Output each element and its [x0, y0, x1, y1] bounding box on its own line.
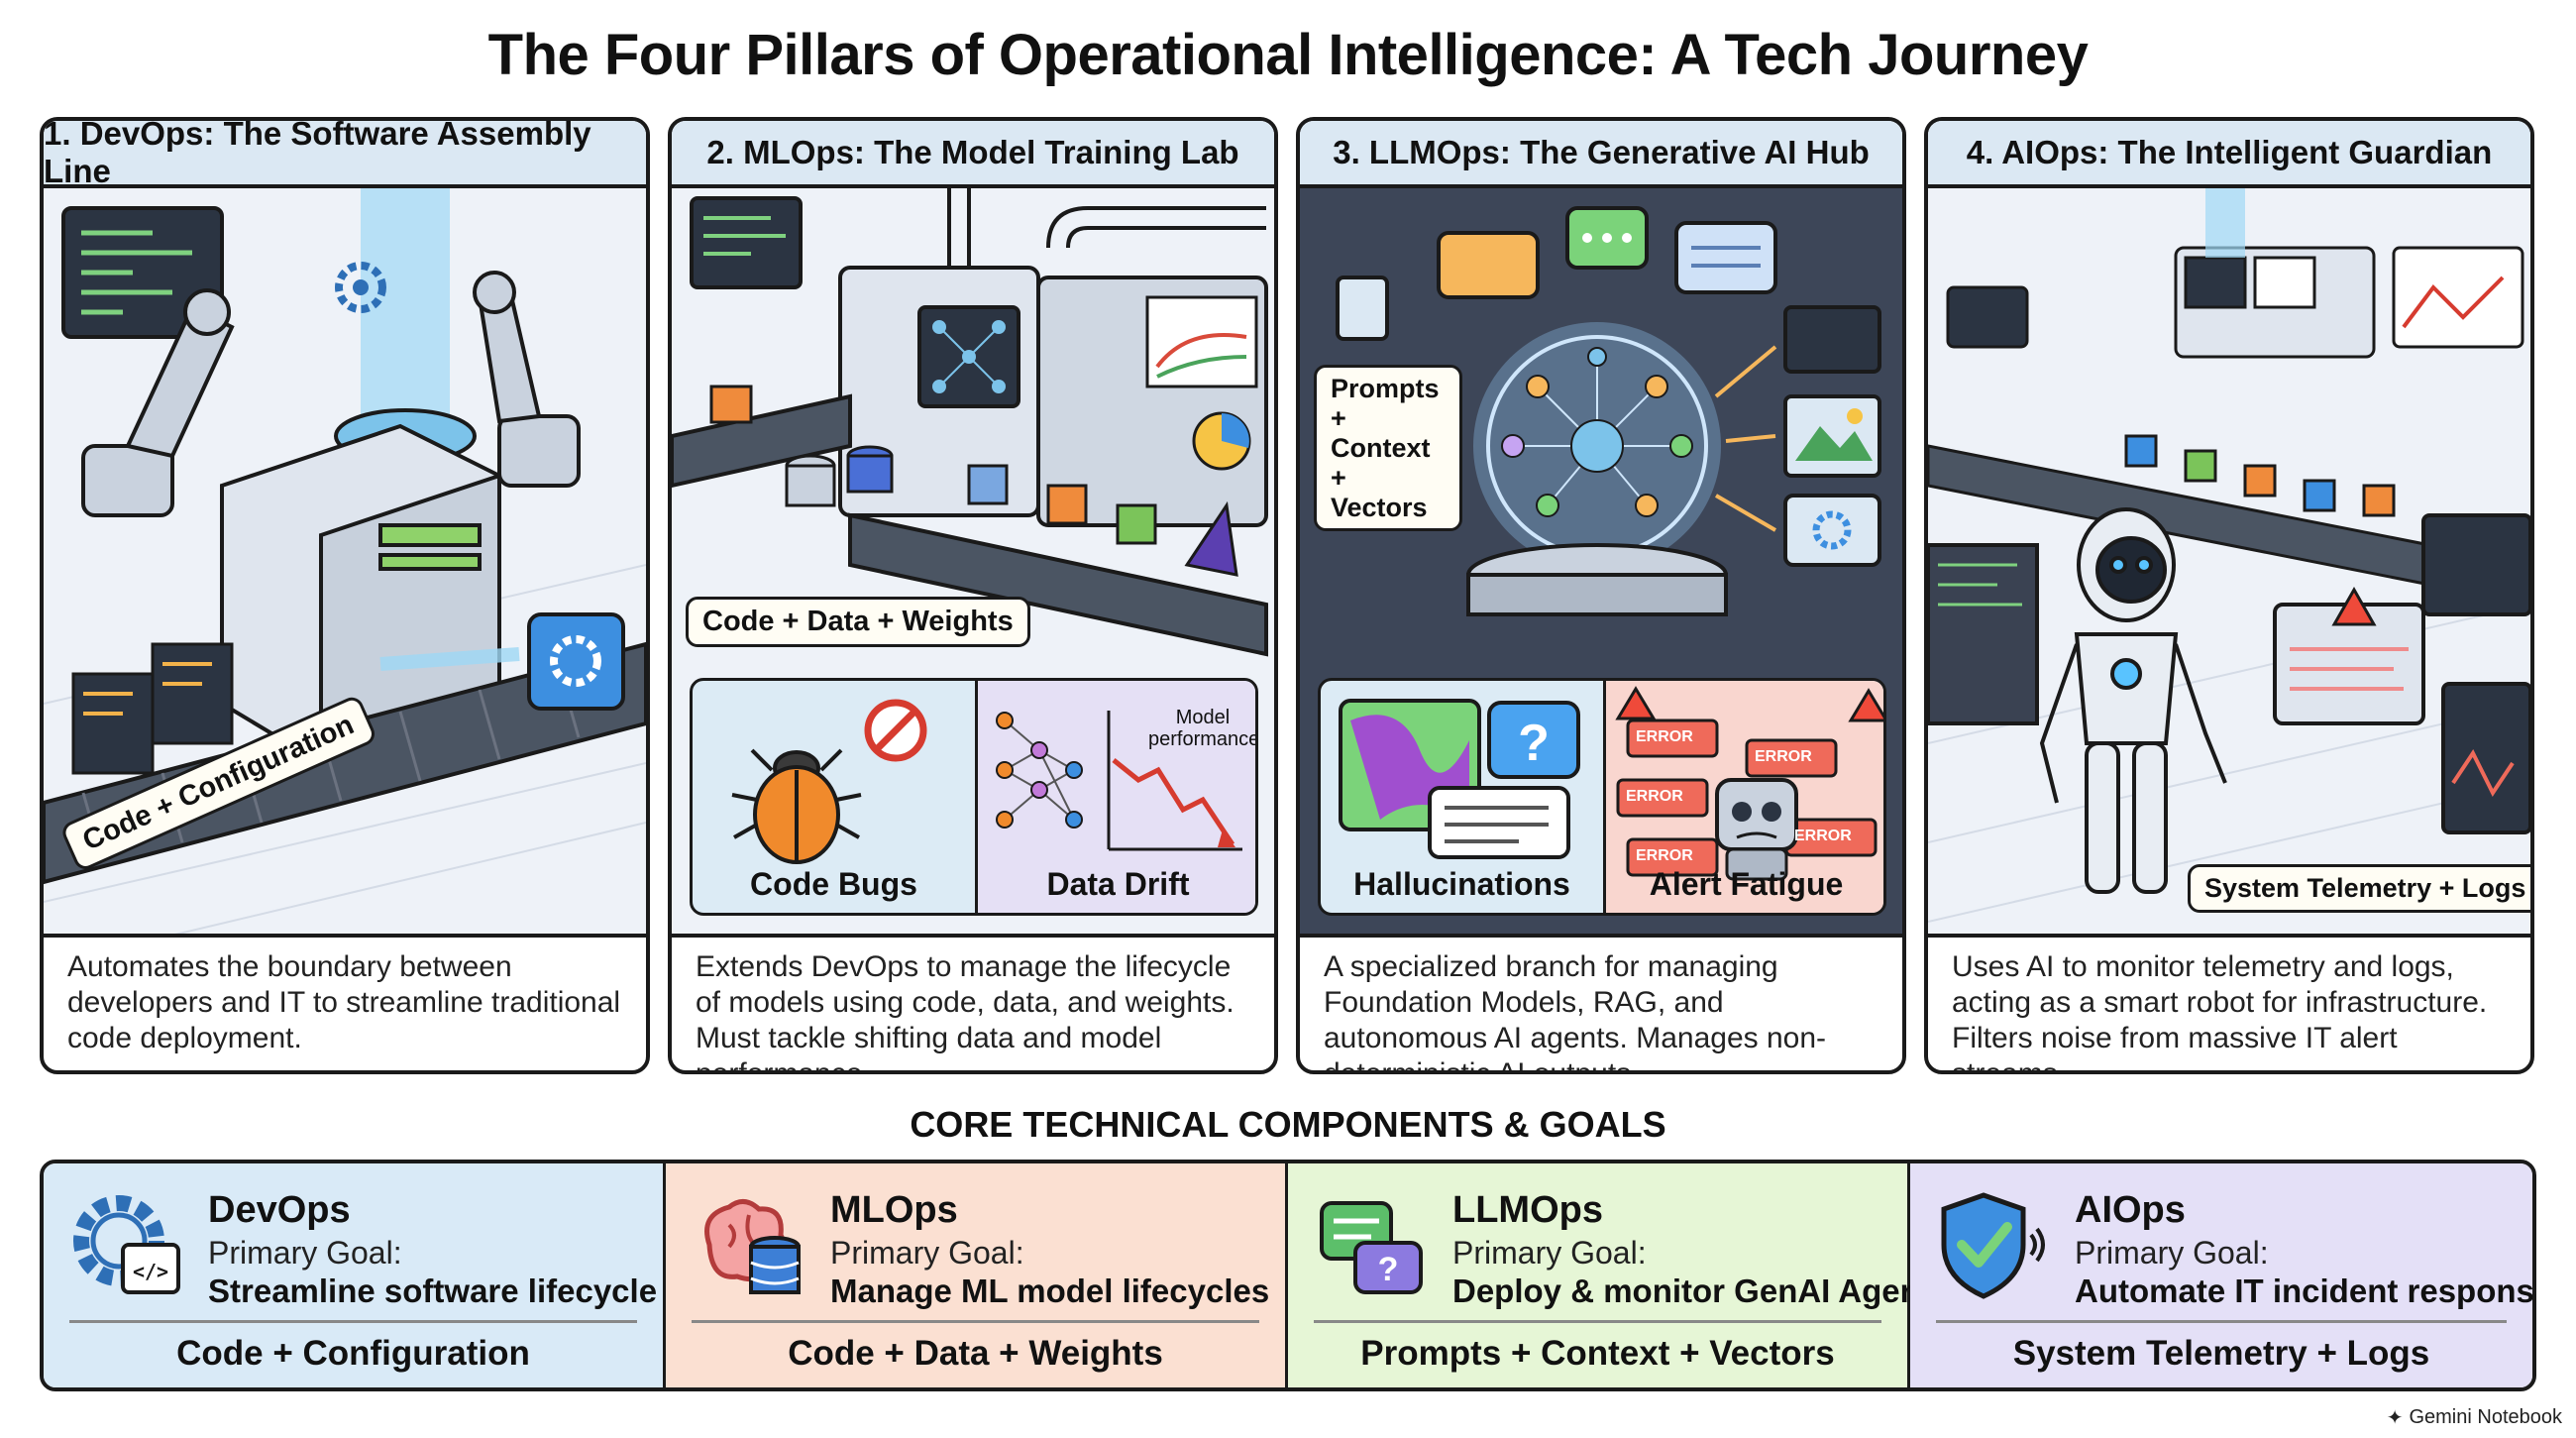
core-inputs: Code + Configuration — [176, 1334, 530, 1373]
aiops-guardian-illustration: System Telemetry + Logs — [1928, 188, 2530, 938]
panel-heading: 3. LLMOps: The Generative AI Hub — [1300, 121, 1902, 188]
panel-llmops: 3. LLMOps: The Generative AI Hub — [1296, 117, 1906, 1074]
neural-network-icon — [996, 712, 1083, 829]
alert-word: ERROR — [1636, 847, 1693, 864]
llmops-input-tag: Prompts + Context + Vectors — [1314, 365, 1462, 531]
panel-aiops: 4. AIOps: The Intelligent Guardian — [1924, 117, 2534, 1074]
shield-check-icon — [1941, 1192, 2045, 1299]
aiops-input-tag: System Telemetry + Logs — [2188, 864, 2530, 913]
alert-word: ERROR — [1755, 748, 1812, 765]
panel-description: A specialized branch for managing Founda… — [1324, 950, 1827, 1074]
guardian-robot-icon — [2039, 507, 2227, 894]
svg-text:?: ? — [1518, 715, 1550, 772]
panel-heading: 4. AIOps: The Intelligent Guardian — [1928, 121, 2530, 188]
core-name: AIOps — [2075, 1189, 2186, 1231]
brain-database-icon — [704, 1199, 801, 1294]
code-bugs-label: Code Bugs — [750, 866, 917, 902]
gear-icon — [335, 262, 386, 313]
divider — [69, 1320, 637, 1323]
core-section-title: CORE TECHNICAL COMPONENTS & GOALS — [910, 1104, 1666, 1145]
core-goal: Automate IT incident response — [2075, 1272, 2536, 1309]
panel-heading: 2. MLOps: The Model Training Lab — [672, 121, 1274, 188]
gear-code-icon: </> — [73, 1195, 180, 1294]
hallucinations-label: Hallucinations — [1353, 866, 1570, 902]
core-cell-aiops: AIOps Primary Goal: Automate IT incident… — [1910, 1163, 2532, 1387]
text-bubble-icon — [1428, 786, 1570, 859]
devops-assembly-line-illustration: Code + Configuration — [44, 188, 646, 938]
watermark-text: Gemini Notebook — [2409, 1406, 2562, 1428]
panel-description: Automates the boundary between developer… — [67, 950, 621, 1054]
panel-mlops: 2. MLOps: The Model Training Lab — [668, 117, 1278, 1074]
llmops-challenges-card: ? — [1318, 678, 1886, 916]
alert-fatigue-label: Alert Fatigue — [1649, 866, 1844, 902]
core-name: DevOps — [208, 1189, 351, 1231]
config-cube-icon — [527, 612, 625, 711]
core-name: MLOps — [830, 1189, 958, 1231]
core-components-row: </> DevOps Primary Goal: Streamline soft… — [40, 1160, 2536, 1391]
tired-robot-icon — [1715, 778, 1798, 881]
panel-heading: 1. DevOps: The Software Assembly Line — [44, 121, 646, 189]
core-goal-label: Primary Goal: — [830, 1235, 1024, 1271]
core-inputs: Prompts + Context + Vectors — [1360, 1334, 1835, 1373]
panel-devops: 1. DevOps: The Software Assembly Line — [40, 117, 650, 1074]
core-cell-llmops: ? LLMOps Primary Goal: Deploy & monitor … — [1288, 1163, 1949, 1387]
watermark: ✦ Gemini Notebook — [2387, 1405, 2562, 1430]
code-monitor-icon — [61, 206, 224, 339]
core-goal: Manage ML model lifecycles — [830, 1272, 1270, 1309]
core-name: LLMOps — [1452, 1189, 1603, 1231]
question-bubble-icon — [1487, 701, 1580, 779]
chart-label: Model performance — [1148, 707, 1258, 750]
llmops-genai-hub-illustration: Prompts + Context + Vectors ? — [1300, 188, 1902, 938]
core-cell-mlops: MLOps Primary Goal: Manage ML model life… — [666, 1163, 1288, 1387]
mlops-training-lab-illustration: Code + Data + Weights — [672, 188, 1274, 938]
mlops-challenges-card: Model performance Code Bugs Data Drift — [690, 678, 1258, 916]
core-inputs: System Telemetry + Logs — [2012, 1334, 2430, 1373]
core-inputs: Code + Data + Weights — [788, 1334, 1163, 1373]
prohibited-icon — [864, 699, 927, 762]
panel-description: Uses AI to monitor telemetry and logs, a… — [1952, 950, 2488, 1074]
core-goal-label: Primary Goal: — [208, 1235, 402, 1271]
panel-description: Extends DevOps to manage the lifecycle o… — [696, 950, 1234, 1074]
data-drift-label: Data Drift — [1046, 866, 1190, 902]
bug-icon — [731, 748, 862, 864]
core-goal-label: Primary Goal: — [1452, 1235, 1647, 1271]
page-title: The Four Pillars of Operational Intellig… — [487, 23, 2089, 87]
alert-word: ERROR — [1626, 788, 1683, 805]
performance-chart-icon — [1107, 711, 1242, 851]
divider — [1314, 1320, 1881, 1323]
sparkle-icon: ✦ — [2386, 1407, 2404, 1429]
svg-text:?: ? — [1378, 1251, 1399, 1288]
alert-word: ERROR — [1794, 828, 1852, 844]
mlops-input-tag: Code + Data + Weights — [686, 597, 1030, 647]
core-goal: Deploy & monitor GenAI Agents — [1452, 1272, 1950, 1309]
core-goal-label: Primary Goal: — [2075, 1235, 2269, 1271]
core-cell-devops: </> DevOps Primary Goal: Streamline soft… — [44, 1163, 666, 1387]
divider — [692, 1320, 1259, 1323]
divider — [1936, 1320, 2507, 1323]
svg-text:</>: </> — [133, 1260, 168, 1283]
alert-word: ERROR — [1636, 728, 1693, 745]
chat-bubbles-icon: ? — [1320, 1201, 1423, 1294]
core-goal: Streamline software lifecycle — [208, 1272, 658, 1309]
